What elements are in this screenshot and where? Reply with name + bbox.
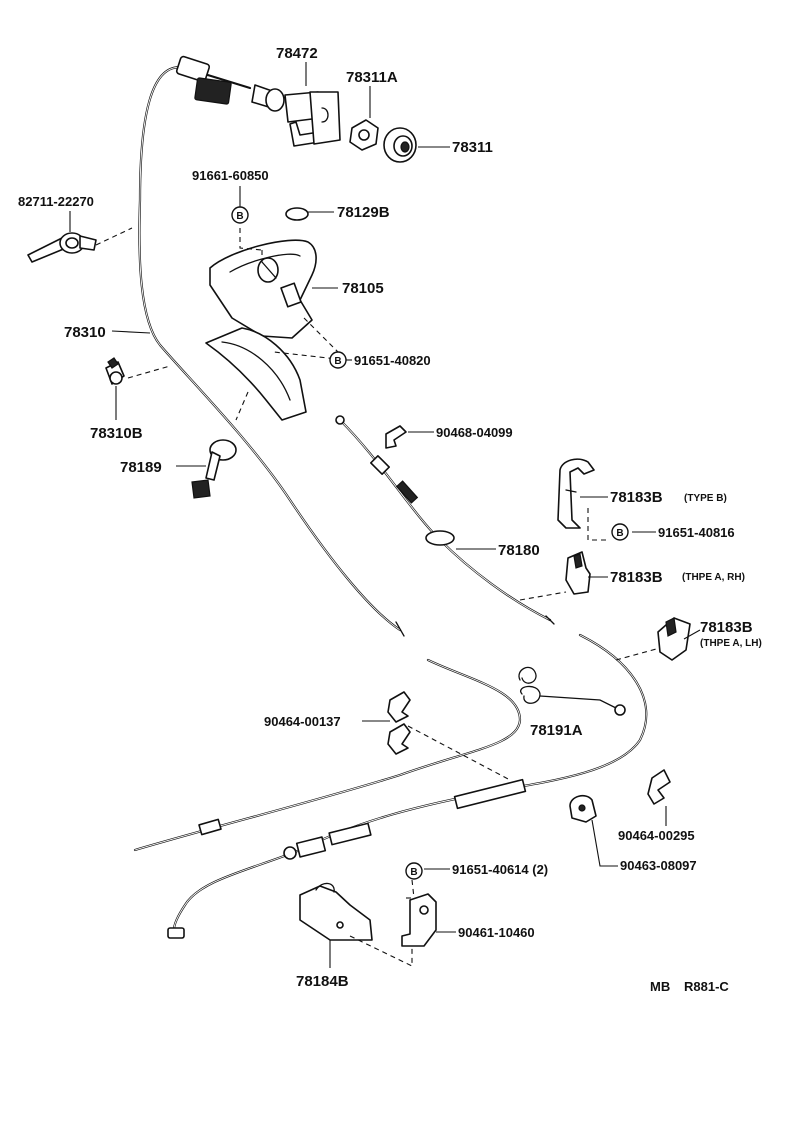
label-78310: 78310	[64, 324, 106, 341]
cable-clamp-icon	[27, 232, 97, 263]
clip-90463	[569, 794, 597, 823]
label-78311: 78311	[452, 139, 493, 156]
label-78472: 78472	[276, 45, 318, 62]
label-78184B: 78184B	[296, 973, 349, 990]
label-78180: 78180	[498, 542, 540, 559]
label-90463-08097: 90463-08097	[620, 858, 697, 873]
label-91651-40816: 91651-40816	[658, 525, 735, 540]
label-78311A: 78311A	[346, 69, 398, 86]
label-78105: 78105	[342, 280, 384, 297]
bracket-type-a-lh	[657, 617, 691, 661]
bolt-b-icon: B	[231, 206, 249, 224]
label-91651-40614: 91651-40614 (2)	[452, 862, 548, 877]
hook-90468	[385, 425, 407, 449]
label-91661-60850: 91661-60850	[192, 168, 269, 183]
label-78129B: 78129B	[337, 204, 390, 221]
grommet-icon	[383, 127, 417, 163]
bracket-icon	[557, 458, 595, 529]
label-82711-22270: 82711-22270	[18, 194, 94, 209]
bolt-b-icon: B	[329, 351, 347, 369]
bolt-b-icon: B	[405, 862, 423, 880]
label-90468-04099: 90468-04099	[436, 425, 513, 440]
svg-text:B: B	[236, 211, 243, 222]
cable-lower-main	[167, 633, 648, 939]
label-78191A: 78191A	[530, 722, 583, 739]
label-78189: 78189	[120, 459, 162, 476]
label-type-b: (TYPE B)	[684, 493, 727, 504]
label-78310B: 78310B	[90, 425, 143, 442]
spring-icon	[518, 666, 626, 716]
svg-text:B: B	[334, 356, 341, 367]
bracket-90461	[401, 893, 437, 947]
label-code-ref: R881-C	[684, 979, 729, 994]
label-type-a-rh: (THPE A, RH)	[682, 572, 745, 583]
label-90464-00137: 90464-00137	[264, 714, 341, 729]
bracket-78184B	[299, 882, 373, 941]
label-90461-10460: 90461-10460	[458, 925, 535, 940]
label-code-mb: MB	[650, 979, 670, 994]
cable-lower-left	[133, 658, 522, 852]
label-78183B-type-b: 78183B	[610, 489, 663, 506]
cable-78310	[138, 55, 405, 637]
knob-icon	[191, 439, 237, 499]
leader-lines	[69, 62, 701, 968]
clip-bracket-78472	[309, 91, 341, 145]
svg-text:B: B	[410, 867, 417, 878]
label-91651-40820: 91651-40820	[354, 353, 431, 368]
svg-text:B: B	[616, 528, 623, 539]
clip-90464-00295	[647, 769, 671, 805]
label-90464-00295: 90464-00295	[618, 828, 695, 843]
clip-90464-00137	[387, 691, 411, 755]
lever-icon	[209, 239, 317, 339]
clip-icon	[105, 357, 125, 385]
label-78183B-type-a-rh: 78183B	[610, 569, 663, 586]
bolt-b-icon: B	[611, 523, 629, 541]
bracket-type-a-rh	[565, 551, 591, 595]
lever-handle	[205, 327, 307, 421]
cable-78180	[335, 415, 555, 625]
label-78183B-type-a-lh: 78183B	[700, 619, 753, 636]
nut-icon	[349, 119, 379, 151]
dashed-guides	[95, 227, 661, 967]
label-type-a-lh: (THPE A, LH)	[700, 638, 762, 649]
o-ring-78129B	[285, 207, 309, 221]
